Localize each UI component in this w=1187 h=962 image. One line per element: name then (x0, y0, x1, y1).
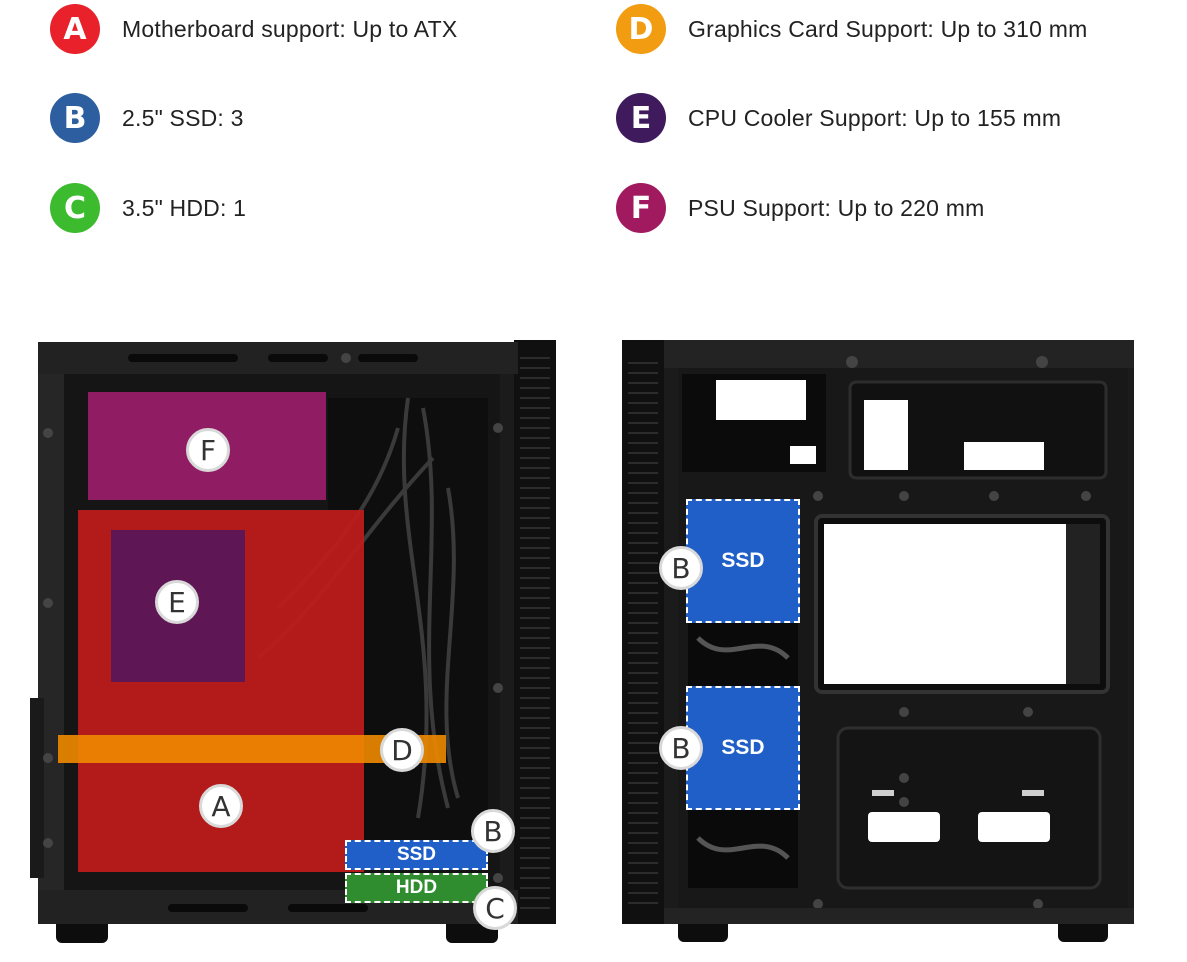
badge-b: B (50, 93, 100, 143)
right-ssd-text-2: SSD (721, 736, 765, 759)
right-ssd-text-1: SSD (721, 549, 765, 572)
legend-item-d: D Graphics Card Support: Up to 310 mm (616, 4, 1087, 54)
label-a: A (199, 784, 243, 828)
legend-text-c: 3.5" HDD: 1 (122, 194, 247, 221)
legend-item-f: F PSU Support: Up to 220 mm (616, 183, 984, 233)
legend-item-a: A Motherboard support: Up to ATX (50, 4, 457, 54)
right-ssd-zone-2 (686, 686, 800, 810)
hdd-text: HDD (395, 877, 438, 898)
label-c: C (473, 886, 517, 930)
right-ssd-zone-1 (686, 499, 800, 623)
legend-text-a: Motherboard support: Up to ATX (122, 15, 458, 42)
right-case-drawing (622, 340, 1134, 942)
label-f: F (186, 428, 230, 472)
left-ssd-text: SSD (396, 844, 437, 865)
badge-e: E (616, 93, 666, 143)
label-e: E (155, 580, 199, 624)
label-b-left: B (471, 809, 515, 853)
legend-text-d: Graphics Card Support: Up to 310 mm (688, 15, 1088, 42)
label-b-right-1: B (659, 546, 703, 590)
label-d: D (380, 728, 424, 772)
legend-text-e: CPU Cooler Support: Up to 155 mm (688, 104, 1062, 131)
legend-text-f: PSU Support: Up to 220 mm (688, 194, 985, 221)
badge-f: F (616, 183, 666, 233)
badge-d: D (616, 4, 666, 54)
legend-text-b: 2.5" SSD: 3 (122, 104, 244, 131)
legend-item-b: B 2.5" SSD: 3 (50, 93, 244, 143)
hdd-zone (345, 873, 488, 903)
badge-c: C (50, 183, 100, 233)
legend-item-c: C 3.5" HDD: 1 (50, 183, 246, 233)
label-b-right-2: B (659, 726, 703, 770)
badge-a: A (50, 4, 100, 54)
left-ssd-zone (345, 840, 488, 870)
legend-item-e: E CPU Cooler Support: Up to 155 mm (616, 93, 1061, 143)
right-case-back (618, 338, 1148, 950)
